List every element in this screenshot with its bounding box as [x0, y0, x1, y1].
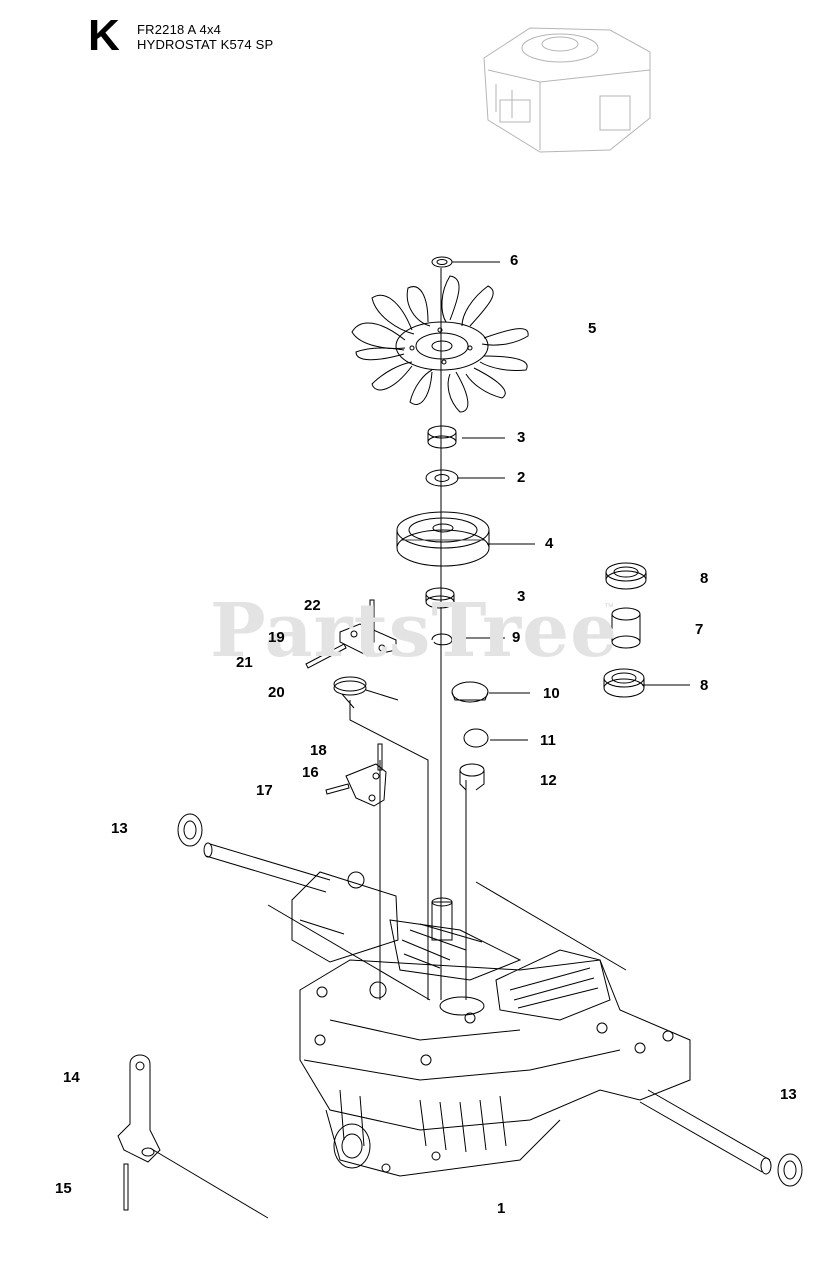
part-2-washer: [426, 470, 458, 486]
watermark-logo: PartsTree: [210, 588, 619, 674]
part-8-seal-upper: [606, 563, 646, 589]
callout-9[interactable]: 9: [512, 629, 521, 646]
callout-20[interactable]: 20: [268, 684, 285, 701]
callout-2[interactable]: 2: [517, 469, 526, 486]
part-20-spring: [334, 677, 398, 708]
part-16-pin: [326, 784, 349, 794]
callout-17[interactable]: 17: [256, 782, 273, 799]
callout-1[interactable]: 1: [497, 1200, 506, 1217]
part-15-pin: [124, 1164, 128, 1210]
part-1-transaxle: [292, 872, 771, 1176]
part-12-bracket: [460, 764, 484, 790]
part-3-spacer-upper: [428, 426, 456, 448]
section-letter: K: [88, 11, 120, 60]
callout-8[interactable]: 8: [700, 570, 709, 587]
callout-3[interactable]: 3: [517, 429, 526, 446]
callout-5[interactable]: 5: [588, 320, 597, 337]
callout-4[interactable]: 4: [545, 535, 554, 552]
part-10-cap: [452, 682, 488, 702]
part-3-spacer-lower: [426, 588, 454, 608]
part-14-control-arm: [118, 1055, 160, 1162]
part-11-plug: [464, 729, 488, 747]
callout-22[interactable]: 22: [304, 597, 321, 614]
assembly-lines: [150, 262, 690, 1218]
callout-8-lower[interactable]: 8: [700, 677, 709, 694]
part-19-lever-arm: [340, 624, 396, 656]
part-13-seal-left: [178, 814, 202, 846]
callout-6[interactable]: 6: [510, 252, 519, 269]
part-4-pulley: [397, 512, 489, 566]
callout-12[interactable]: 12: [540, 772, 557, 789]
callout-19[interactable]: 19: [268, 629, 285, 646]
callout-7[interactable]: 7: [695, 621, 704, 638]
callout-15[interactable]: 15: [55, 1180, 72, 1197]
part-22-pin: [370, 600, 374, 642]
left-axle: [204, 843, 330, 892]
part-7-bushing: [612, 608, 640, 648]
part-18-pin: [378, 744, 382, 770]
callout-13[interactable]: 13: [111, 820, 128, 837]
part-5-fan: [352, 276, 528, 412]
callout-18[interactable]: 18: [310, 742, 327, 759]
part-9-clip: [432, 634, 452, 645]
watermark-trademark: ™: [604, 602, 614, 613]
part-17-arm: [346, 764, 386, 806]
assembly-title: HYDROSTAT K574 SP: [137, 37, 274, 52]
callout-14[interactable]: 14: [63, 1069, 80, 1086]
callout-10[interactable]: 10: [543, 685, 560, 702]
callout-3-lower[interactable]: 3: [517, 588, 526, 605]
engine-thumbnail: [484, 28, 650, 152]
callout-21[interactable]: 21: [236, 654, 253, 671]
callout-11[interactable]: 11: [540, 732, 556, 749]
callout-13-right[interactable]: 13: [780, 1086, 797, 1103]
part-8-seal-lower: [604, 669, 644, 697]
part-21-pin: [306, 644, 346, 668]
part-13-seal-right: [778, 1154, 802, 1186]
model-number: FR2218 A 4x4: [137, 22, 222, 37]
part-6-ring: [432, 257, 452, 267]
callout-16[interactable]: 16: [302, 764, 319, 781]
